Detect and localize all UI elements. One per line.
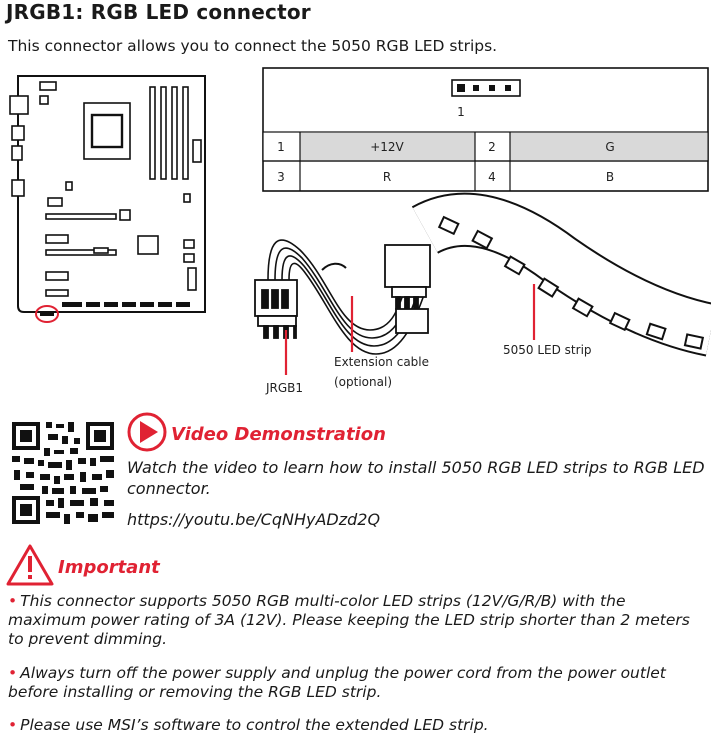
- dimm-slot: [149, 86, 156, 180]
- pin1-marker: 1: [457, 105, 465, 119]
- bullet-icon: •: [8, 664, 18, 682]
- pin-signal: G: [605, 140, 614, 154]
- component: [93, 247, 109, 254]
- io-port: [39, 81, 57, 91]
- bottom-header: [62, 302, 82, 307]
- play-icon: [127, 412, 167, 452]
- motherboard-outline: [17, 75, 206, 313]
- pin-number: 4: [488, 170, 496, 184]
- video-demonstration-title: Video Demonstration: [171, 424, 386, 445]
- bottom-header: [140, 302, 154, 307]
- pcie-slot: [45, 234, 69, 244]
- component: [65, 181, 73, 191]
- bottom-header: [158, 302, 172, 307]
- led-strip-illustration: [411, 192, 711, 357]
- pcie-slot: [45, 271, 69, 281]
- atx-connector: [192, 139, 202, 163]
- bullet-icon: •: [8, 592, 18, 610]
- component: [183, 239, 195, 249]
- led-chip: [571, 297, 594, 318]
- dimm-slot: [182, 86, 189, 180]
- section-title: JRGB1: RGB LED connector: [6, 0, 311, 24]
- led-chip: [683, 333, 705, 350]
- component: [183, 193, 191, 203]
- component: [187, 267, 197, 291]
- important-note: •Always turn off the power supply and un…: [8, 664, 666, 701]
- video-description: Watch the video to learn how to install …: [127, 458, 705, 498]
- led-strip-label: 5050 LED strip: [503, 343, 592, 357]
- bottom-header: [122, 302, 136, 307]
- pin-number: 1: [277, 140, 285, 154]
- pcie-slot: [45, 249, 117, 256]
- pin-signal: B: [606, 170, 614, 184]
- dimm-slot: [171, 86, 178, 180]
- pin-signal: +12V: [370, 140, 404, 154]
- jrgb1-label: JRGB1: [265, 381, 303, 395]
- led-chip: [437, 215, 460, 236]
- led-chip: [471, 229, 494, 250]
- led-chip: [645, 322, 667, 341]
- qr-code-icon: [10, 420, 116, 526]
- component: [47, 197, 63, 207]
- bottom-header: [86, 302, 100, 307]
- warning-icon: [6, 544, 54, 586]
- cable-tie: [321, 262, 347, 271]
- pin-signal: R: [383, 170, 391, 184]
- extension-cable-optional-label: (optional): [334, 375, 392, 389]
- io-port: [9, 95, 29, 115]
- led-chip: [537, 277, 560, 298]
- io-port: [11, 145, 23, 161]
- led-chip: [608, 311, 631, 332]
- important-note: •Please use MSI’s software to control th…: [8, 716, 489, 734]
- important-note: •This connector supports 5050 RGB multi-…: [8, 592, 690, 648]
- bottom-header: [104, 302, 118, 307]
- cpu-socket-inner: [90, 113, 124, 149]
- pin-definition-table: 1 1 +12V 2 G 3 R 4 B: [262, 67, 709, 192]
- video-url-link[interactable]: https://youtu.be/CqNHyADzd2Q: [127, 510, 381, 529]
- pcie-slot: [45, 289, 69, 297]
- bottom-header: [176, 302, 190, 307]
- jrgb1-location-highlight: [35, 305, 59, 323]
- led-chip: [503, 255, 526, 276]
- io-port: [11, 125, 25, 141]
- chipset: [137, 235, 159, 255]
- pin-header-icon: [451, 79, 521, 97]
- bullet-icon: •: [8, 716, 18, 734]
- strip-plug: [384, 244, 431, 334]
- pcie-slot: [45, 213, 117, 220]
- extension-cable-label: Extension cable: [334, 355, 429, 369]
- io-port: [11, 179, 25, 197]
- pin-number: 3: [277, 170, 285, 184]
- jrgb1-plug: [254, 279, 298, 339]
- important-title: Important: [58, 557, 160, 578]
- dimm-slot: [160, 86, 167, 180]
- component: [183, 253, 195, 263]
- m2-slot: [119, 209, 131, 221]
- pin-number: 2: [488, 140, 496, 154]
- section-subtitle: This connector allows you to connect the…: [8, 37, 498, 55]
- io-port: [39, 95, 49, 105]
